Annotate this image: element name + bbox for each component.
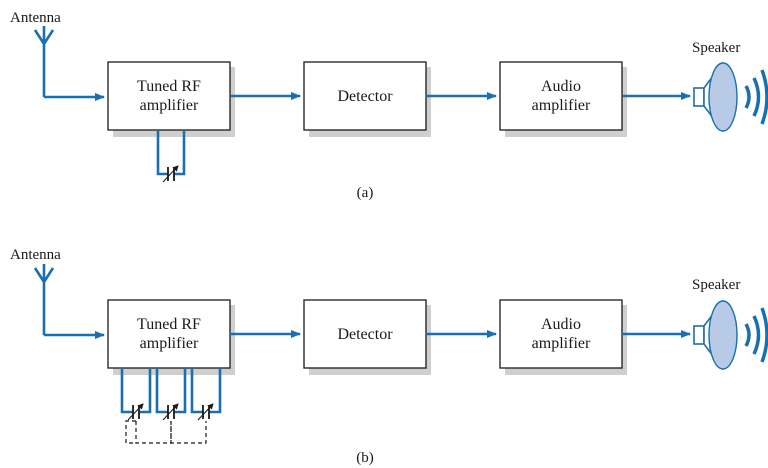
variable-capacitor-icon xyxy=(190,368,222,421)
audio-label-line1: Audio xyxy=(541,78,581,95)
caption-a: (a) xyxy=(357,185,374,201)
rf-label-line1: Tuned RF xyxy=(137,316,201,333)
rf-label-line1: Tuned RF xyxy=(137,78,201,95)
variable-capacitor-icon xyxy=(155,368,187,421)
audio-label-line2: amplifier xyxy=(532,335,591,352)
rf-label-line2: amplifier xyxy=(140,335,199,352)
antenna-icon xyxy=(33,26,55,97)
detector-label: Detector xyxy=(337,88,393,105)
caption-b: (b) xyxy=(356,450,374,466)
antenna-label: Antenna xyxy=(10,10,61,26)
audio-label-line2: amplifier xyxy=(532,97,591,114)
audio-label-line1: Audio xyxy=(541,316,581,333)
speaker-label: Speaker xyxy=(692,40,740,56)
detector-block: Detector xyxy=(303,61,431,137)
ganged-tuning-link xyxy=(125,420,207,444)
speaker-label: Speaker xyxy=(692,277,740,293)
diagram-a: Antenna Tuned RF amplifier Detector Au xyxy=(10,10,768,201)
tuned-rf-amplifier-block: Tuned RF amplifier xyxy=(107,61,235,137)
sound-waves-icon xyxy=(744,307,768,363)
variable-capacitor-icon xyxy=(156,130,186,183)
variable-capacitor-icon xyxy=(120,368,152,421)
audio-amplifier-block: Audio amplifier xyxy=(499,61,627,137)
detector-label: Detector xyxy=(337,326,393,343)
diagram-b: Antenna Tuned RF amplifier xyxy=(10,247,768,466)
rf-label-line2: amplifier xyxy=(140,97,199,114)
speaker-icon xyxy=(693,61,738,133)
antenna-icon xyxy=(33,264,55,335)
detector-block: Detector xyxy=(303,299,431,375)
tuned-rf-amplifier-block: Tuned RF amplifier xyxy=(107,299,235,375)
audio-amplifier-block: Audio amplifier xyxy=(499,299,627,375)
antenna-label: Antenna xyxy=(10,247,61,263)
sound-waves-icon xyxy=(744,69,768,125)
speaker-icon xyxy=(693,299,738,371)
